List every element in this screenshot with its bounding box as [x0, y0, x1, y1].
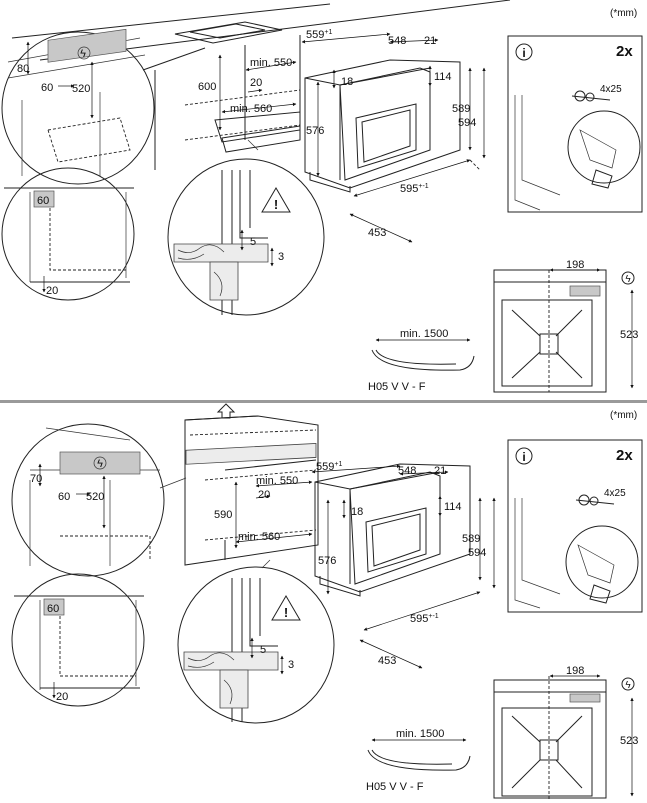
- dimension-label: 594: [458, 117, 476, 129]
- screw-icon: [571, 95, 611, 101]
- dimension-label: 60: [37, 195, 49, 207]
- bottom-panel: (*mm) 590 min. 550 20 min. 560: [11, 403, 643, 800]
- dimension-label: 5: [260, 644, 266, 656]
- dimension-label: 520: [86, 491, 104, 503]
- dimension-label: 4x25: [604, 488, 626, 499]
- cutout-detail-callout: ϟ 80 60 520: [1, 28, 155, 185]
- tall-cabinet: 590 min. 550 20 min. 560: [184, 415, 319, 566]
- dimension-label: 3: [278, 251, 284, 263]
- info-icon-bottom: [515, 447, 533, 465]
- dimension-label: 3: [288, 659, 294, 671]
- cutout-detail-callout-bottom: ϟ 70 60 520: [11, 423, 187, 577]
- dimension-label: 20: [46, 285, 58, 297]
- ventilation-gap-detail: ! 5 3: [167, 158, 325, 316]
- svg-text:ϟ: ϟ: [625, 680, 631, 691]
- dimension-label: 18: [351, 506, 363, 518]
- up-arrow-icon: [216, 403, 236, 419]
- dimension-label: 576: [306, 125, 324, 137]
- section-divider: [0, 400, 647, 403]
- dimension-label: 70: [30, 473, 42, 485]
- dimension-label: 594: [468, 547, 486, 559]
- dimension-label: 80: [17, 63, 29, 75]
- dimension-label: 5: [250, 236, 256, 248]
- dimension-label: 20: [56, 691, 68, 703]
- dimension-label: 453: [368, 227, 386, 239]
- dimension-label: 590: [214, 509, 232, 521]
- dimension-label: 589: [452, 103, 470, 115]
- dimension-label: 548: [398, 465, 416, 477]
- top-panel: (*mm) ϟ 80 60 520: [1, 0, 643, 393]
- dimension-label: 18: [341, 76, 353, 88]
- electric-hazard-icon: ϟ: [80, 48, 86, 60]
- dimension-label: 20: [258, 489, 270, 501]
- dimension-label: 523: [620, 329, 638, 341]
- warning-icon: [261, 187, 291, 213]
- svg-text:595+-1: 595+-1: [410, 613, 439, 625]
- dimension-label: 21: [434, 465, 446, 477]
- power-socket-icon-bottom: [621, 677, 635, 691]
- dimension-label: 60: [47, 603, 59, 615]
- dimension-label: 60: [58, 491, 70, 503]
- dimension-label: H05 V V - F: [366, 781, 424, 793]
- cabinet-niche: 600 min. 550 20 min. 560: [154, 35, 301, 170]
- dimension-label: 20: [250, 77, 262, 89]
- dimension-label: 2x: [616, 43, 633, 60]
- dimension-label: 198: [566, 665, 584, 677]
- fixing-screws-panel: i 2x 4x25: [507, 35, 643, 213]
- dimension-label: 21: [424, 35, 436, 47]
- dimension-label: 60: [41, 82, 53, 94]
- dimension-label: 520: [72, 83, 90, 95]
- supply-cable: min. 1500 H05 V V - F: [368, 328, 475, 393]
- dimension-label: i: [522, 450, 525, 464]
- warning-icon-mark: !: [274, 197, 278, 212]
- svg-text:595+-1: 595+-1: [400, 183, 429, 195]
- dimension-label: min. 550: [250, 57, 292, 69]
- dimension-label: i: [522, 46, 525, 60]
- dimension-label: 198: [566, 259, 584, 271]
- side-gap-callout-bottom: 60 20: [11, 573, 145, 707]
- screw-icon-bottom: [575, 499, 615, 505]
- rear-view-bottom: ϟ 198 523: [493, 665, 638, 800]
- electric-hazard-icon-bottom: ϟ: [97, 458, 103, 470]
- dimension-label: 576: [318, 555, 336, 567]
- warning-icon-bottom: [271, 595, 301, 621]
- dimension-label: min. 550: [256, 475, 298, 487]
- warning-icon-mark-bottom: !: [284, 605, 288, 620]
- dimension-label: 600: [198, 81, 216, 93]
- dimension-label: 453: [378, 655, 396, 667]
- side-gap-callout: 60 20: [1, 167, 135, 301]
- svg-text:559+1: 559+1: [306, 29, 332, 41]
- unit-note-bottom: (*mm): [610, 410, 637, 421]
- supply-cable-bottom: min. 1500 H05 V V - F: [366, 728, 471, 793]
- ventilation-gap-detail-bottom: ! 5 3: [177, 559, 335, 724]
- info-icon: [515, 43, 533, 61]
- dimension-label: 548: [388, 35, 406, 47]
- dimension-label: 114: [444, 501, 462, 513]
- dimension-label: 2x: [616, 447, 633, 464]
- dimension-label: min. 1500: [396, 728, 444, 740]
- dimension-label: 4x25: [600, 84, 622, 95]
- rear-view: ϟ 198 523: [493, 259, 638, 393]
- dimension-label: 114: [434, 71, 452, 83]
- svg-text:ϟ: ϟ: [625, 274, 631, 285]
- dimension-label: min. 560: [238, 531, 280, 543]
- oven-dimensions-bottom: 559+1 548 21 18 114 589 594 576 595+-1 4…: [311, 461, 496, 669]
- svg-text:559+1: 559+1: [316, 461, 342, 473]
- fixing-screws-panel-bottom: i 2x 4x25: [507, 439, 643, 613]
- dimension-label: 589: [462, 533, 480, 545]
- dimension-label: min. 560: [230, 103, 272, 115]
- oven-dimensions: 559+1 548 21 18 114 589 594 576 595+-1 4…: [301, 29, 486, 243]
- dimension-label: 523: [620, 735, 638, 747]
- dimension-label: H05 V V - F: [368, 381, 426, 393]
- dimension-label: min. 1500: [400, 328, 448, 340]
- power-socket-icon: [621, 271, 635, 285]
- unit-note: (*mm): [610, 8, 637, 19]
